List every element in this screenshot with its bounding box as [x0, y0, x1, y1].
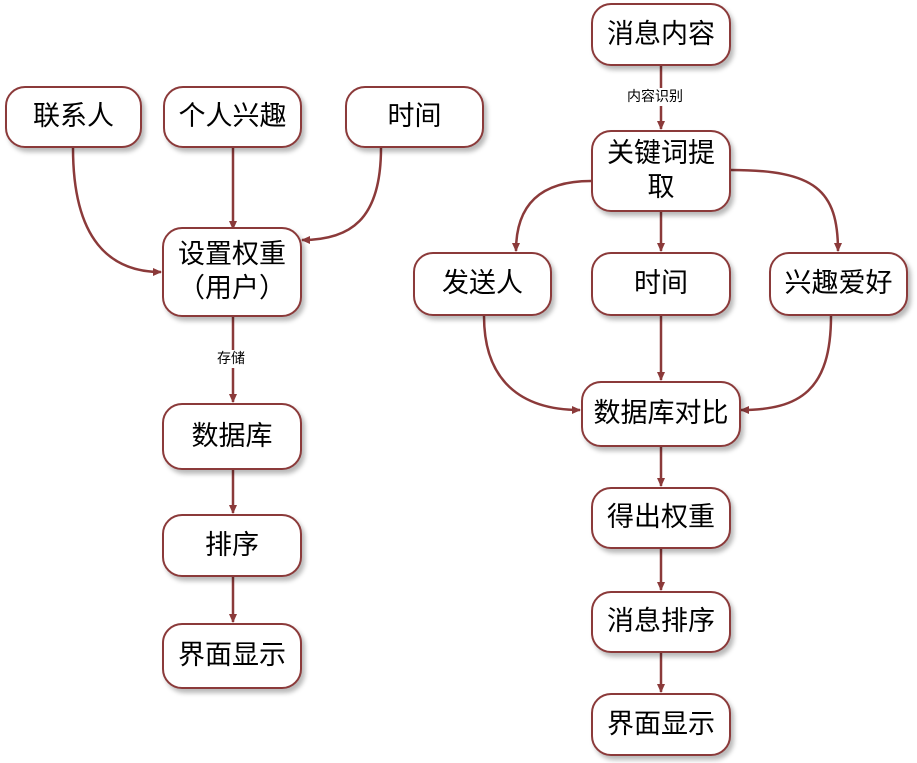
node-personal-interests-label: 个人兴趣: [178, 101, 287, 132]
node-ui-display-left: 界面显示: [162, 623, 302, 689]
node-keyword-extraction-label-line2: 取: [647, 172, 675, 203]
node-set-weight: 设置权重 （用户）: [162, 227, 302, 317]
node-set-weight-label-line1: 设置权重: [178, 239, 286, 270]
node-hobbies: 兴趣爱好: [769, 252, 908, 316]
node-time-right-label: 时间: [634, 268, 688, 299]
edge-sender-to-db-compare: [482, 315, 581, 414]
node-hobbies-label: 兴趣爱好: [784, 268, 893, 299]
node-ui-display-right-label: 界面显示: [607, 708, 715, 740]
node-sort: 排序: [162, 514, 302, 577]
node-db-compare-label: 数据库对比: [593, 398, 729, 429]
node-sender: 发送人: [413, 252, 552, 316]
node-time-right: 时间: [591, 252, 731, 316]
node-message-sort-label: 消息排序: [607, 606, 715, 637]
node-set-weight-label-line2: （用户）: [178, 273, 286, 304]
node-database: 数据库: [162, 403, 302, 470]
node-time-left: 时间: [345, 86, 484, 148]
node-contacts: 联系人: [5, 86, 142, 148]
node-time-left-label: 时间: [387, 101, 442, 132]
node-ui-display-right: 界面显示: [591, 693, 731, 756]
node-message-content-label: 消息内容: [607, 18, 715, 50]
node-sender-label: 发送人: [442, 268, 523, 299]
node-personal-interests: 个人兴趣: [163, 86, 302, 148]
node-contacts-label: 联系人: [33, 101, 114, 132]
edge-time-to-set-weight: [301, 147, 383, 244]
edge-keyword-to-sender: [512, 179, 592, 252]
node-message-content: 消息内容: [591, 3, 731, 66]
edge-label-content-recognition: 内容识别: [626, 88, 684, 106]
edge-hobbies-to-db-compare: [740, 315, 833, 414]
node-get-weight-label: 得出权重: [607, 502, 715, 533]
edge-keyword-to-hobbies: [730, 168, 842, 252]
edge-contacts-to-set-weight: [71, 147, 162, 276]
node-message-sort: 消息排序: [591, 591, 731, 653]
node-database-label: 数据库: [191, 420, 273, 452]
node-db-compare: 数据库对比: [581, 381, 741, 447]
node-keyword-extraction-label-line1: 关键词提: [607, 138, 715, 169]
node-keyword-extraction: 关键词提 取: [591, 130, 731, 212]
node-get-weight: 得出权重: [591, 487, 731, 549]
node-ui-display-left-label: 界面显示: [178, 640, 286, 671]
node-sort-label: 排序: [205, 529, 259, 561]
edge-label-store: 存储: [216, 350, 246, 368]
